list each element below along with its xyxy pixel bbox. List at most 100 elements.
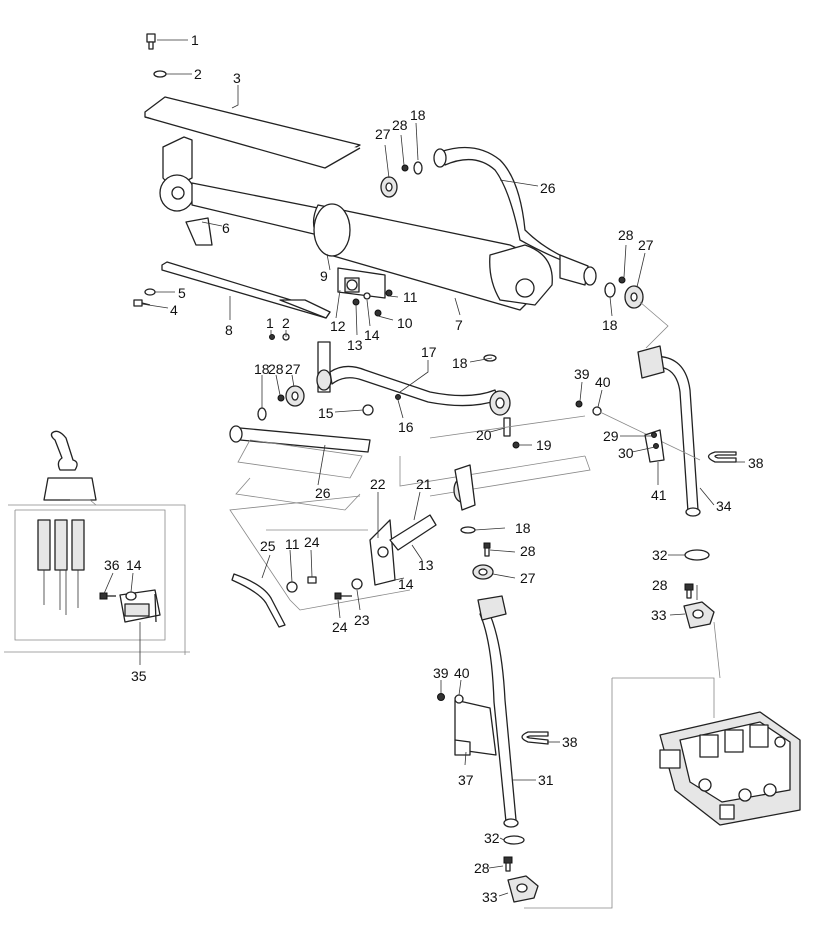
callout-2: 2 (282, 315, 290, 331)
callout-28: 28 (520, 543, 536, 559)
callout-labels: 1 2 3 27 28 18 26 6 28 27 9 11 5 4 8 12 … (104, 32, 764, 905)
callout-18: 18 (452, 355, 468, 371)
u-clamp-part-38a (707, 451, 737, 463)
callout-40: 40 (454, 665, 470, 681)
callout-27: 27 (520, 570, 536, 586)
bolt-part-1b (269, 334, 275, 340)
callout-34: 34 (716, 498, 732, 514)
callout-8: 8 (225, 322, 233, 338)
callout-26: 26 (315, 485, 331, 501)
callout-14: 14 (398, 576, 414, 592)
bolt-part-28b (618, 276, 626, 284)
callout-10: 10 (397, 315, 413, 331)
callout-38: 38 (562, 734, 578, 750)
callout-41: 41 (651, 487, 667, 503)
callout-36: 36 (104, 557, 120, 573)
mount-pad-part-9 (337, 267, 386, 299)
callout-19: 19 (536, 437, 552, 453)
bolt-part-28c (277, 394, 285, 402)
oring-part-32b (503, 835, 525, 845)
callout-11: 11 (403, 289, 418, 305)
callout-4: 4 (170, 302, 178, 318)
callout-13: 13 (347, 337, 363, 353)
washer-part-40b (454, 694, 464, 704)
flange-part-33a (683, 601, 715, 629)
callout-28: 28 (652, 577, 668, 593)
callout-18: 18 (254, 361, 270, 377)
bolt-part-29 (651, 432, 657, 438)
callout-1: 1 (191, 32, 199, 48)
washer-part-5 (144, 288, 156, 296)
leader-lines (102, 39, 745, 897)
fitting-part-block (489, 390, 511, 416)
bolt-part-24b (334, 592, 352, 600)
lever-part-25 (231, 573, 286, 628)
callout-7: 7 (455, 317, 463, 333)
callout-30: 30 (618, 445, 634, 461)
pipe-part-21 (389, 514, 437, 551)
callout-24: 24 (332, 619, 348, 635)
oring-part-18c (257, 407, 267, 421)
callout-28: 28 (268, 361, 284, 377)
callout-32: 32 (652, 547, 668, 563)
fitting-part-27b (624, 285, 644, 309)
callout-33: 33 (482, 889, 498, 905)
washer-part-11b (286, 581, 298, 593)
control-valve-assembly (524, 621, 801, 909)
callout-18: 18 (602, 317, 618, 333)
washer-part-30 (653, 443, 659, 449)
washer-part-40a (592, 406, 602, 416)
callout-27: 27 (375, 126, 391, 142)
bolt-part-1 (146, 33, 156, 50)
main-tube-assembly-part-7 (159, 136, 553, 311)
bolt-part-11a (385, 289, 393, 297)
callout-18: 18 (515, 520, 531, 536)
control-inset (4, 430, 190, 655)
callout-23: 23 (354, 612, 370, 628)
bolt-part-28d (483, 542, 491, 557)
callout-33: 33 (651, 607, 667, 623)
oring-part-32a (684, 549, 710, 561)
washer-part-2 (153, 70, 167, 78)
callout-13: 13 (418, 557, 434, 573)
bolt-part-13a (352, 298, 360, 306)
u-clamp-part-38b (521, 731, 549, 745)
callout-31: 31 (538, 772, 554, 788)
callout-18: 18 (410, 107, 426, 123)
hose-part-17 (329, 365, 499, 407)
callout-39: 39 (574, 366, 590, 382)
callout-28: 28 (474, 860, 490, 876)
callout-35: 35 (131, 668, 147, 684)
callout-16: 16 (398, 419, 414, 435)
screw-part-36 (99, 592, 116, 600)
callout-1: 1 (266, 315, 274, 331)
bolt-part-24a (307, 576, 317, 584)
callout-15: 15 (318, 405, 334, 421)
callout-9: 9 (320, 268, 328, 284)
washer-part-14b (351, 578, 363, 590)
bolt-part-28f (503, 856, 513, 872)
fitting-part-27d (472, 564, 494, 580)
callout-38: 38 (748, 455, 764, 471)
hose-part-26-lower (239, 427, 371, 453)
fitting-part-27a (380, 176, 398, 198)
callout-2: 2 (194, 66, 202, 82)
callout-27: 27 (285, 361, 301, 377)
callout-40: 40 (595, 374, 611, 390)
callout-3: 3 (233, 70, 241, 86)
callout-14: 14 (364, 327, 380, 343)
callout-24: 24 (304, 534, 320, 550)
bolt-part-28a (401, 164, 409, 172)
washer-part-14c (125, 591, 137, 601)
callout-32: 32 (484, 830, 500, 846)
callout-11: 11 (285, 536, 300, 552)
callout-37: 37 (458, 772, 474, 788)
callout-17: 17 (421, 344, 437, 360)
callout-22: 22 (370, 476, 386, 492)
nut-part-39a (575, 400, 583, 408)
callout-25: 25 (260, 538, 276, 554)
oring-part-18e (460, 526, 476, 534)
callout-26: 26 (540, 180, 556, 196)
callout-29: 29 (603, 428, 619, 444)
nut-part-39b (437, 693, 445, 701)
